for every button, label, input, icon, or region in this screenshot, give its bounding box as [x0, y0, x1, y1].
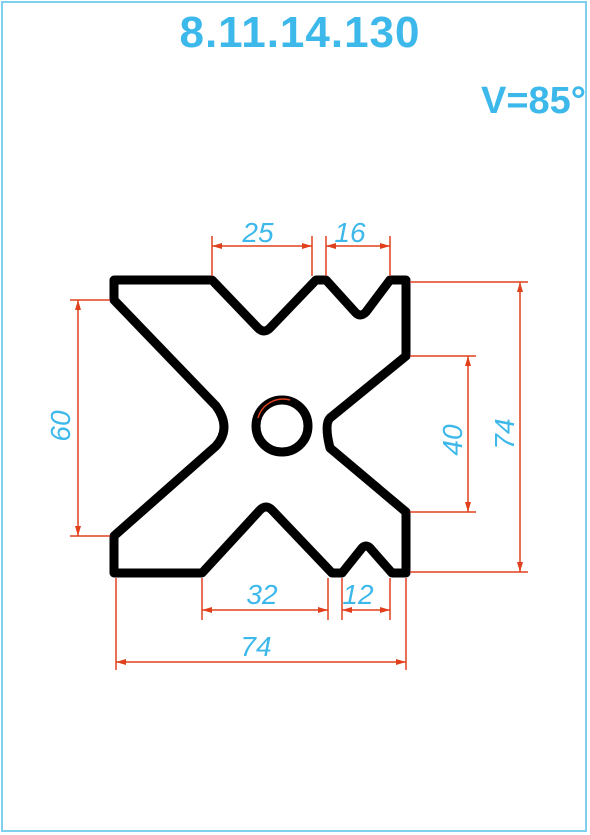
part-number-title: 8.11.14.130: [179, 8, 421, 57]
dim-right-total: 74: [489, 418, 520, 449]
dim-right-inner: 40: [437, 424, 468, 456]
dim-overall: 74: [240, 631, 271, 662]
dim-bottom-left: 32: [246, 579, 278, 610]
profile-outline: [109, 275, 411, 578]
hole-highlight: [257, 398, 291, 419]
dim-top-right: 16: [334, 217, 366, 248]
dim-bottom-right: 12: [342, 579, 374, 610]
dim-top-left: 25: [241, 217, 274, 248]
v-angle-label: V=85°: [480, 80, 586, 122]
dim-left: 60: [45, 410, 76, 442]
center-hole: [251, 395, 313, 457]
